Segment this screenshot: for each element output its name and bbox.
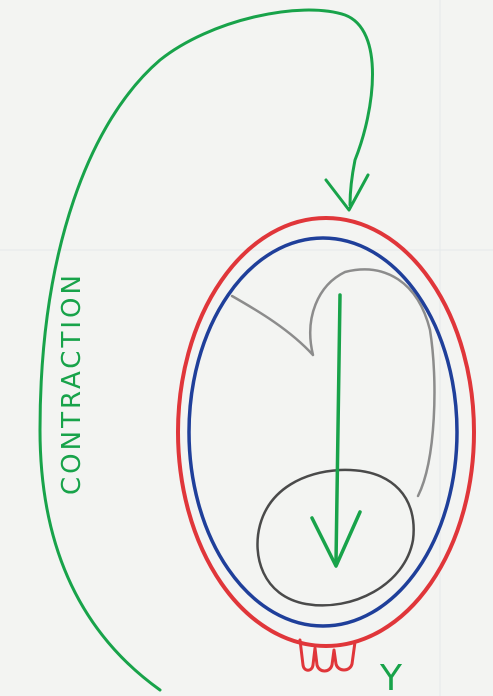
contraction-label: CONTRACTION	[57, 272, 87, 495]
y-mark: Y	[379, 658, 403, 696]
